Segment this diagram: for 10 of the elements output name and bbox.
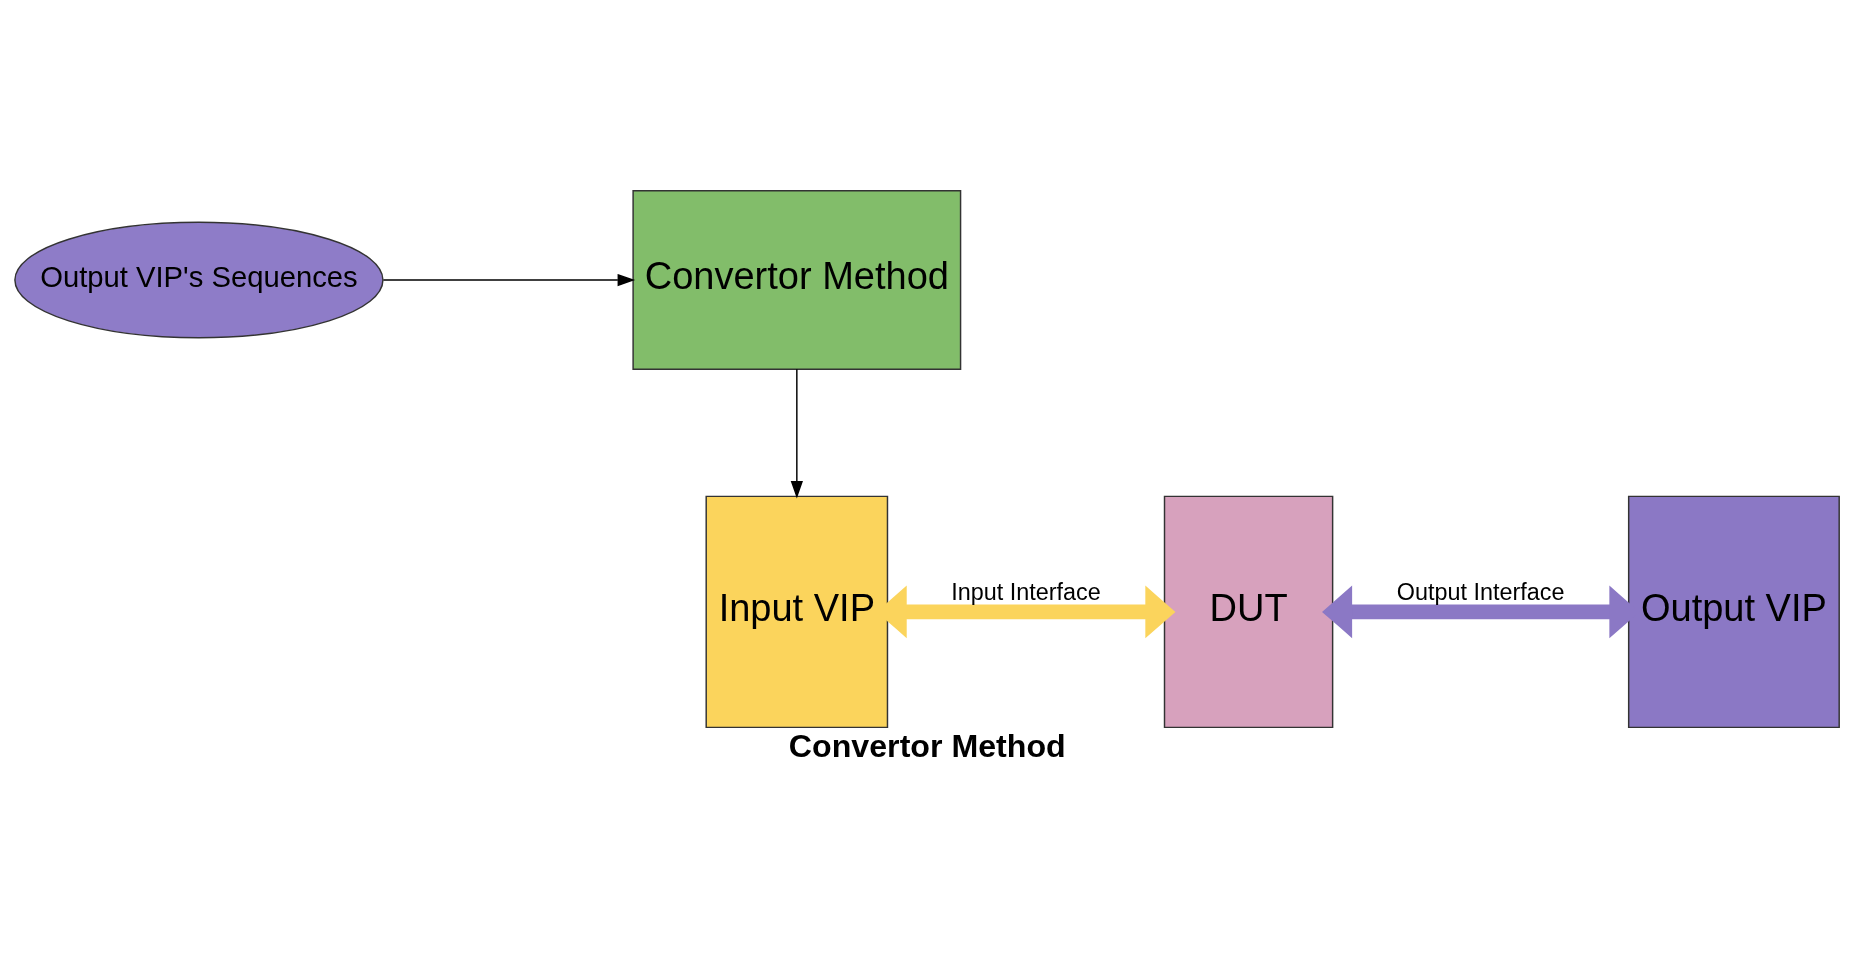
node-box: Convertor Method	[632, 190, 962, 370]
arrow	[790, 368, 803, 499]
node-box: Output VIP	[1627, 495, 1840, 729]
node-box: Input VIP	[705, 495, 889, 729]
arrow	[382, 273, 636, 287]
edge-label: Input Interface	[951, 578, 1101, 605]
caption: Convertor Method	[788, 728, 1066, 765]
node-ellipse: Output VIP's Sequences	[14, 221, 384, 339]
node-box: DUT	[1163, 495, 1334, 729]
edge-label: Output Interface	[1396, 578, 1565, 605]
